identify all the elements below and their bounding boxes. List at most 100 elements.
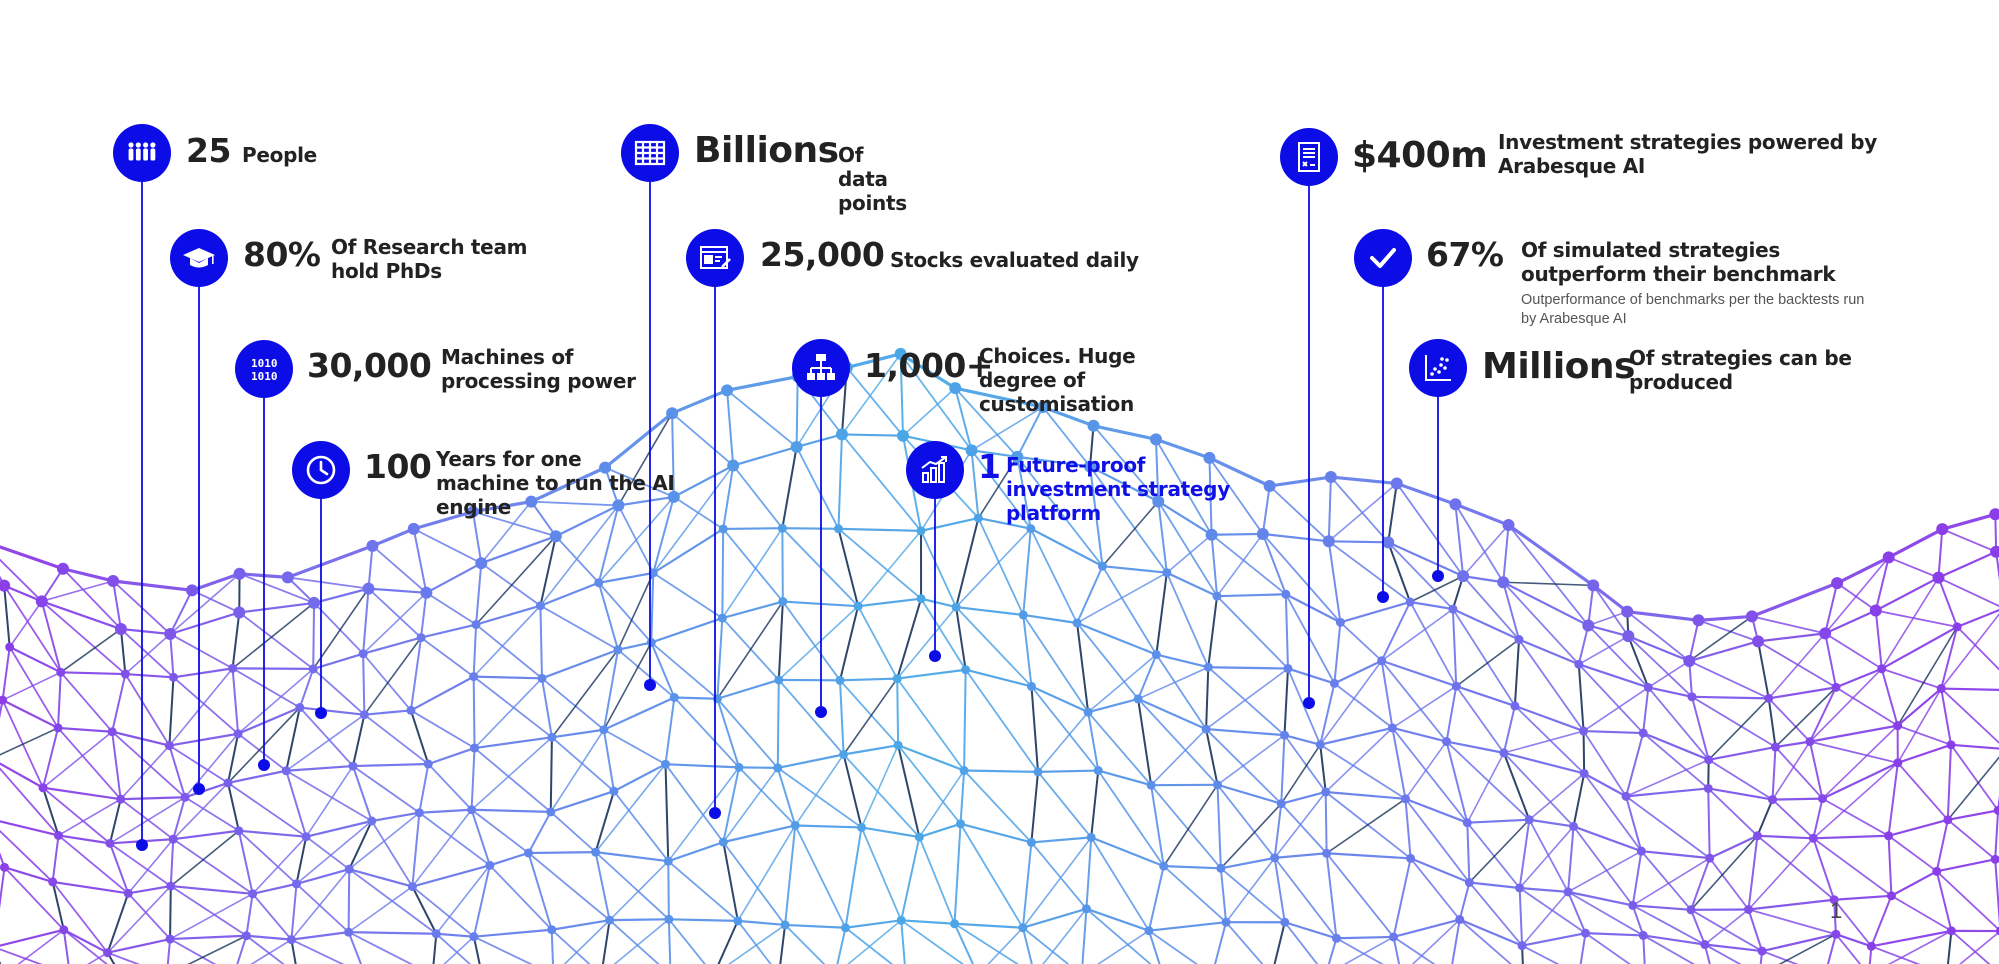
mesh-edge — [664, 763, 725, 843]
mesh-edge — [1017, 455, 1091, 468]
mesh-edge — [106, 893, 130, 954]
mesh-edge — [920, 597, 957, 609]
mesh-edge — [971, 406, 1044, 452]
mesh-edge — [472, 865, 491, 937]
mesh-edge — [1881, 667, 1942, 690]
mesh-edge — [1812, 762, 1899, 839]
mesh-edge — [1703, 944, 1711, 964]
mesh-edge — [1090, 836, 1165, 868]
mesh-edge — [1584, 932, 1632, 964]
mesh-edge — [1935, 819, 1949, 872]
mesh-edge — [1021, 927, 1033, 964]
stat-label: Years for one machine to run the AI engi… — [436, 447, 675, 519]
mesh-edge — [1343, 936, 1394, 964]
mesh-edge — [1150, 785, 1165, 867]
mesh-node — [406, 705, 416, 715]
mesh-edge — [1631, 851, 1643, 906]
mesh-edge — [977, 456, 1019, 519]
mesh-edge — [3, 584, 43, 603]
mesh-node — [666, 407, 679, 420]
mesh-edge — [1150, 728, 1207, 786]
mesh-node — [727, 459, 740, 472]
mesh-node — [180, 792, 190, 802]
mesh-edge — [472, 624, 478, 677]
mesh-edge — [63, 929, 109, 964]
mesh-node — [1819, 627, 1832, 640]
mesh-edge — [1076, 621, 1157, 656]
mesh-edge — [1822, 797, 1890, 837]
mesh-node — [344, 927, 354, 937]
mesh-edge — [1648, 686, 1693, 698]
mesh-edge — [838, 527, 922, 532]
mesh-edge — [1643, 934, 1705, 946]
mesh-edge — [1771, 746, 1777, 800]
mesh-edge — [480, 562, 541, 607]
mesh-edge — [1409, 600, 1454, 611]
mesh-edge — [1887, 930, 1952, 964]
mesh-edge — [846, 366, 904, 437]
mesh-edge — [1280, 744, 1321, 805]
mesh-edge — [977, 517, 1025, 616]
mesh-edge — [970, 449, 1032, 530]
mesh-edge — [1392, 936, 1401, 964]
mesh-edge — [1148, 921, 1227, 932]
mesh-node — [790, 820, 800, 830]
mesh-edge — [1625, 795, 1711, 859]
mesh-node — [166, 881, 176, 891]
mesh-node — [835, 428, 848, 441]
mesh-node — [1514, 635, 1524, 645]
mesh-edge — [1821, 725, 1899, 800]
mesh-edge — [472, 500, 532, 514]
mesh-edge — [1642, 732, 1709, 790]
mesh-node — [233, 606, 246, 619]
mesh-edge — [1089, 466, 1168, 574]
mesh-node — [790, 440, 803, 453]
mesh-edge — [837, 528, 860, 607]
mesh-edge — [1333, 622, 1342, 684]
mesh-edge — [1946, 744, 1952, 820]
mesh-edge — [1887, 762, 1899, 836]
mesh-edge — [120, 627, 171, 636]
mesh-edge — [109, 798, 122, 844]
mesh-edge — [1163, 865, 1227, 923]
mesh-edge — [474, 736, 553, 750]
mesh-node — [1149, 433, 1162, 446]
mesh-edge — [1404, 798, 1412, 859]
mesh-edge — [1627, 635, 1693, 698]
mesh-node — [1517, 941, 1527, 951]
mesh-node — [1405, 597, 1415, 607]
mesh-edge — [1284, 921, 1337, 940]
mesh-node — [613, 645, 623, 655]
mesh-edge — [427, 746, 475, 766]
mesh-edge — [411, 812, 421, 887]
mesh-edge — [1393, 936, 1436, 964]
mesh-edge — [420, 636, 475, 678]
mesh-edge — [435, 864, 491, 935]
mesh-edge — [58, 798, 122, 837]
mesh-edge — [313, 587, 369, 604]
mesh-edge — [1572, 825, 1634, 906]
mesh-edge — [1208, 457, 1264, 535]
mesh-edge — [1466, 822, 1471, 883]
mesh-edge — [471, 511, 483, 564]
mesh-node — [414, 808, 424, 818]
mesh-node — [1683, 655, 1696, 668]
mesh-edge — [1155, 572, 1168, 655]
mesh-node — [734, 762, 744, 772]
mesh-edge — [551, 919, 610, 931]
mesh-node — [1499, 748, 1509, 758]
page-number: 1 — [1830, 898, 1843, 923]
mesh-node — [1457, 570, 1470, 583]
mesh-edge — [111, 731, 186, 798]
mesh-edge — [1031, 685, 1089, 714]
mesh-edge — [597, 582, 619, 651]
mesh-edge — [1262, 533, 1342, 623]
mesh-edge — [348, 820, 373, 870]
mesh-node — [835, 675, 845, 685]
mesh-edge — [127, 838, 174, 894]
mesh-edge — [673, 464, 734, 498]
mesh-edge — [1641, 850, 1710, 860]
mesh-edge — [667, 861, 670, 920]
mesh-edge — [109, 796, 186, 845]
mesh-edge — [236, 935, 248, 964]
